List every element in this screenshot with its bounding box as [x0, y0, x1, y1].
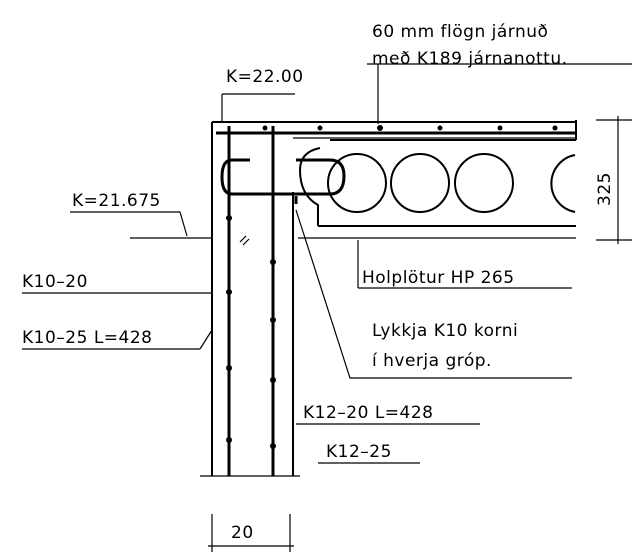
dimension-20 [208, 514, 294, 552]
label-mesh-line2: með K189 járnanottu. [372, 49, 568, 69]
label-mesh-line1: 60 mm flögn járnuð [372, 22, 548, 42]
label-k12-25: K12–25 [326, 442, 392, 462]
label-lykkja-line1: Lykkja K10 korni [372, 321, 518, 341]
label-k-top: K=22.00 [226, 67, 304, 87]
label-holplotur: Holplötur HP 265 [362, 268, 515, 288]
label-k10-20: K10–20 [22, 272, 88, 292]
label-dim-325: 325 [595, 172, 615, 206]
leader-lines [22, 63, 632, 464]
label-dim-20: 20 [231, 523, 254, 543]
dimension-325 [596, 116, 632, 244]
hollow-core-slab [220, 139, 576, 227]
topping-slab [212, 120, 577, 140]
label-k-mid: K=21.675 [72, 191, 161, 211]
label-k10-25: K10–25 L=428 [22, 328, 152, 348]
label-lykkja-line2: í hverja gróp. [372, 351, 492, 371]
label-k12-20: K12–20 L=428 [303, 403, 433, 423]
wall-section [200, 122, 300, 477]
